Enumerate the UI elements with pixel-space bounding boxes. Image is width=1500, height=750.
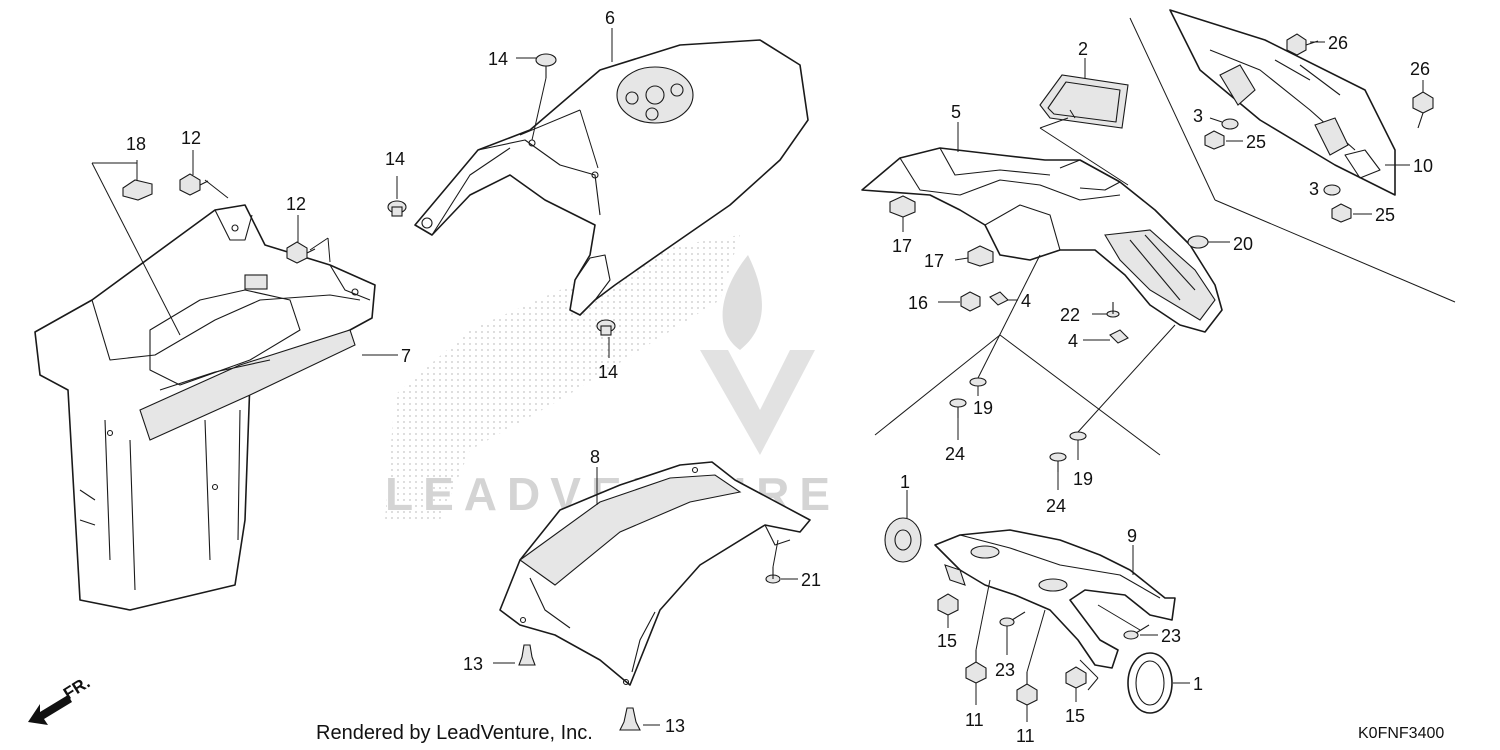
section-lines <box>874 17 1456 456</box>
part-22-screw-icon <box>1106 302 1120 318</box>
part-16-nut <box>960 291 981 312</box>
callout-23[interactable]: 23 <box>1161 626 1181 646</box>
callout-6[interactable]: 6 <box>605 8 615 28</box>
diagram-code: K0FNF3400 <box>1358 725 1444 742</box>
callout-labels: 1 1 2 3 3 4 4 5 6 7 8 9 10 11 11 12 12 1… <box>126 8 1433 746</box>
part-6-seat-cowl[interactable] <box>414 39 809 316</box>
dot-pattern-area <box>385 235 740 520</box>
part-23-screw-icon <box>1123 624 1150 640</box>
part-3-washer <box>1323 184 1341 196</box>
callout-3[interactable]: 3 <box>1193 106 1203 126</box>
callout-17[interactable]: 17 <box>924 251 944 271</box>
callout-10[interactable]: 10 <box>1413 156 1433 176</box>
part-14-screw-icon <box>535 53 557 78</box>
part-9-light-bracket[interactable] <box>934 529 1176 669</box>
callout-17[interactable]: 17 <box>892 236 912 256</box>
part-19-grommet <box>969 377 987 387</box>
callout-23[interactable]: 23 <box>995 660 1015 680</box>
callout-12[interactable]: 12 <box>286 194 306 214</box>
callout-15[interactable]: 15 <box>937 631 957 651</box>
callout-13[interactable]: 13 <box>463 654 483 674</box>
part-19-grommet <box>1069 431 1087 441</box>
callout-22[interactable]: 22 <box>1060 305 1080 325</box>
callout-25[interactable]: 25 <box>1246 132 1266 152</box>
part-13-pin-icon <box>518 644 536 666</box>
part-13-pin-icon <box>619 707 641 731</box>
callout-11[interactable]: 11 <box>1016 726 1035 746</box>
leader-lines <box>91 28 1424 726</box>
part-1-grommet-caps[interactable] <box>884 517 1173 714</box>
callout-24[interactable]: 24 <box>1046 496 1066 516</box>
callout-20[interactable]: 20 <box>1233 234 1253 254</box>
hardware <box>122 33 1434 731</box>
part-25-nut <box>1331 203 1352 223</box>
part-24-rivet-icon <box>1049 452 1067 472</box>
callout-1[interactable]: 1 <box>1193 674 1203 694</box>
part-11-bolt-icon <box>1016 672 1038 706</box>
part-15-nut <box>1065 666 1087 689</box>
part-26-bolt-icon <box>1412 91 1434 129</box>
front-direction-marker: FR. <box>28 673 93 725</box>
callout-14[interactable]: 14 <box>488 49 508 69</box>
part-18-clip <box>122 179 153 201</box>
part-4-clip <box>989 291 1009 306</box>
part-14-screw-icon <box>596 319 616 336</box>
callout-4[interactable]: 4 <box>1021 291 1031 311</box>
callout-5[interactable]: 5 <box>951 102 961 122</box>
callout-26[interactable]: 26 <box>1410 59 1430 79</box>
callout-19[interactable]: 19 <box>973 398 993 418</box>
watermark-flame-icon <box>722 255 762 350</box>
watermark-v-icon <box>700 350 815 455</box>
callout-12[interactable]: 12 <box>181 128 201 148</box>
part-7-inner-fender[interactable] <box>34 204 376 611</box>
callout-2[interactable]: 2 <box>1078 39 1088 59</box>
part-12-bolt-icon <box>286 241 316 264</box>
part-3-washer <box>1221 118 1239 130</box>
callout-14[interactable]: 14 <box>385 149 405 169</box>
callout-19[interactable]: 19 <box>1073 469 1093 489</box>
callout-11[interactable]: 11 <box>965 710 984 730</box>
callout-1[interactable]: 1 <box>900 472 910 492</box>
part-20-grommet <box>1187 235 1209 249</box>
part-15-nut <box>937 593 959 616</box>
callout-7[interactable]: 7 <box>401 346 411 366</box>
arrow-left-icon <box>28 695 72 725</box>
callout-3[interactable]: 3 <box>1309 179 1319 199</box>
part-11-bolt-icon <box>965 650 987 684</box>
callout-25[interactable]: 25 <box>1375 205 1395 225</box>
part-24-rivet-icon <box>949 398 967 418</box>
callout-13[interactable]: 13 <box>665 716 685 736</box>
callout-21[interactable]: 21 <box>801 570 821 590</box>
callout-8[interactable]: 8 <box>590 447 600 467</box>
part-26-bolt-icon <box>1286 33 1319 56</box>
part-4-clip <box>1109 329 1129 344</box>
part-17-clip <box>967 245 994 267</box>
part-5-rear-fender[interactable] <box>861 147 1223 333</box>
part-14-screw-icon <box>387 200 407 217</box>
callout-26[interactable]: 26 <box>1328 33 1348 53</box>
callout-16[interactable]: 16 <box>908 293 928 313</box>
callout-9[interactable]: 9 <box>1127 526 1137 546</box>
callout-4[interactable]: 4 <box>1068 331 1078 351</box>
part-12-bolt-icon <box>179 173 209 196</box>
callout-24[interactable]: 24 <box>945 444 965 464</box>
part-21-screw-icon <box>765 567 781 584</box>
callout-18[interactable]: 18 <box>126 134 146 154</box>
part-17-clip <box>889 195 916 218</box>
callout-14[interactable]: 14 <box>598 362 618 382</box>
part-25-nut <box>1204 130 1225 150</box>
part-10-license-bracket[interactable] <box>1169 9 1396 196</box>
part-8-lower-fender[interactable] <box>499 461 811 686</box>
callout-15[interactable]: 15 <box>1065 706 1085 726</box>
rendered-by-credit: Rendered by LeadVenture, Inc. <box>316 722 593 744</box>
part-23-screw-icon <box>999 611 1026 627</box>
part-2-reflector[interactable] <box>1039 74 1129 129</box>
